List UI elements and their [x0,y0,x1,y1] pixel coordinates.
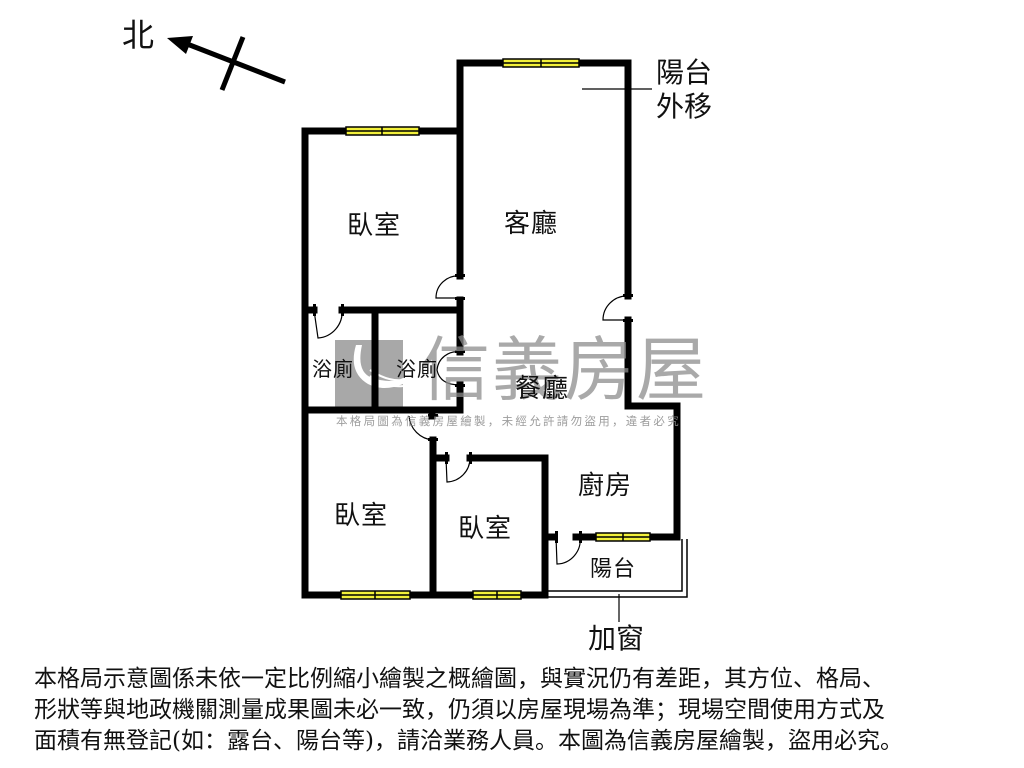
room-label-living-room: 客廳 [504,209,559,239]
door-living-dining [602,295,629,321]
room-label-bathroom-1: 浴廁 [312,357,354,381]
room-label-kitchen: 廚房 [578,471,633,501]
room-label-bedroom-bottom-mid: 臥室 [458,514,513,544]
window-bedroom-bottom-left [340,590,411,600]
annotation-balcony-moved: 陽台 外移 [656,56,712,124]
room-label-dining-room: 餐廳 [515,374,570,404]
disclaimer-line-1: 本格局示意圖係未依一定比例縮小繪製之概繪圖，與實況仍有差距，其方位、格局、 [34,666,885,692]
door-jambs [313,274,633,543]
room-label-balcony: 陽台 [590,557,637,582]
room-label-bedroom-top: 臥室 [347,211,402,241]
annotation-balcony-moved-line2: 外移 [656,90,713,123]
north-label: 北 [122,16,155,54]
room-label-bathroom-2: 浴廁 [396,357,438,381]
disclaimer-line-3: 面積有無登記(如：露台、陽台等)，請洽業務人員。本圖為信義房屋繪製，盜用必究。 [34,728,903,754]
north-arrow-icon [167,36,286,91]
leader-lines [582,88,652,622]
annotation-balcony-moved-line1: 陽台 [656,56,713,89]
window-living-top [502,58,580,68]
window-bedroom-top [345,126,420,136]
watermark-notice: 本格局圖為信義房屋繪製，未經允許請勿盜用，違者必究 [336,414,681,428]
disclaimer: 本格局示意圖係未依一定比例縮小繪製之概繪圖，與實況仍有差距，其方位、格局、 形狀… [34,664,1014,757]
door-balcony [555,536,581,565]
door-bathroom-2 [436,351,461,386]
floor-plan [167,36,688,622]
balcony-window-line [548,539,688,598]
door-bedroom-top [435,275,461,299]
watermark-brand: 信義房屋 [420,329,708,411]
windows [340,58,651,600]
window-kitchen [595,532,651,542]
disclaimer-line-2: 形狀等與地政機關測量成果圖未必一致，仍須以房屋現場為準；現場空間使用方式及 [34,697,885,723]
annotation-added-window: 加窗 [588,622,645,655]
brand-logo-icon [335,340,404,410]
door-bedroom-bottom-mid [445,457,471,483]
window-bedroom-bottom-mid [472,590,522,600]
door-bathroom-1 [313,309,343,339]
room-label-bedroom-bottom-left: 臥室 [334,501,389,531]
